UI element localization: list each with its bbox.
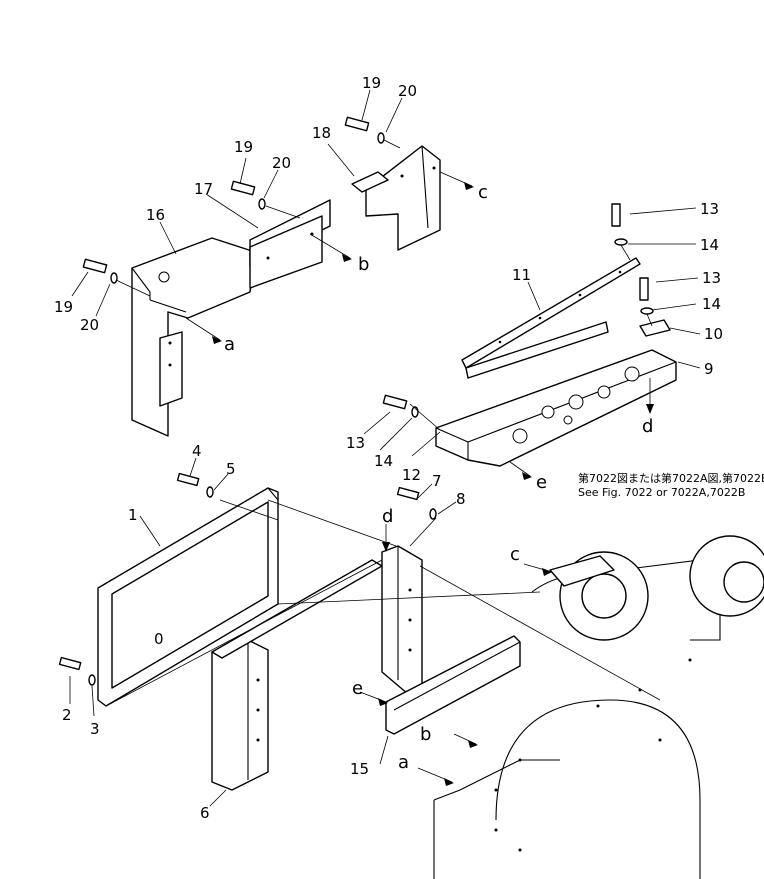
callout-8: 8 — [456, 490, 466, 508]
bracket-part-d — [381, 545, 423, 695]
plate-part-17 — [249, 215, 323, 289]
callout-3: 3 — [90, 720, 100, 738]
callout-16: 16 — [146, 206, 165, 224]
callout-14-a: 14 — [700, 236, 719, 254]
callout-5: 5 — [226, 460, 236, 478]
callout-15: 15 — [350, 760, 369, 778]
callout-14-c: 14 — [374, 452, 393, 470]
callout-12: 12 — [402, 466, 421, 484]
callout-numbers: 1 2 3 4 5 6 7 8 9 10 11 12 13 13 13 14 1… — [54, 74, 723, 822]
callout-13-c: 13 — [346, 434, 365, 452]
ref-d-bottom: d — [382, 506, 393, 527]
ref-e-top: e — [536, 472, 547, 493]
callout-1: 1 — [128, 506, 138, 524]
callout-19-c: 19 — [54, 298, 73, 316]
callout-18: 18 — [312, 124, 331, 142]
machine-body — [433, 535, 764, 879]
figure-reference-note: 第7022図または第7022A図,第7022B図参照 See Fig. 7022… — [578, 471, 764, 499]
callout-10: 10 — [704, 325, 723, 343]
callout-20-a: 20 — [398, 82, 417, 100]
rail-part-9 — [435, 349, 677, 467]
ref-b-bottom: b — [420, 724, 431, 745]
ref-d-top: d — [642, 416, 653, 437]
callout-20-b: 20 — [272, 154, 291, 172]
bar-part-15 — [385, 635, 521, 735]
callout-6: 6 — [200, 804, 210, 822]
reference-letters: a b c d e d e c b a — [224, 182, 653, 773]
callout-4: 4 — [192, 442, 202, 460]
callout-17: 17 — [194, 180, 213, 198]
ref-c-top: c — [478, 182, 488, 203]
plate-part-10 — [639, 319, 671, 337]
callout-2: 2 — [62, 706, 72, 724]
callout-9: 9 — [704, 360, 714, 378]
callout-20-c: 20 — [80, 316, 99, 334]
bar-part-11 — [461, 257, 641, 379]
note-english: See Fig. 7022 or 7022A,7022B — [578, 486, 745, 499]
frame-part-1: 0 — [97, 487, 279, 707]
ref-a-bottom: a — [398, 752, 409, 773]
callout-11: 11 — [512, 266, 531, 284]
callout-19-a: 19 — [362, 74, 381, 92]
note-japanese: 第7022図または第7022A図,第7022B図参照 — [578, 471, 764, 485]
bolts-washers — [58, 116, 654, 686]
ref-e-bottom: e — [352, 678, 363, 699]
callout-7: 7 — [432, 472, 442, 490]
cover-part-18 — [351, 145, 441, 251]
leader-lines — [105, 139, 661, 786]
callout-13-b: 13 — [702, 269, 721, 287]
callout-14-b: 14 — [702, 295, 721, 313]
ref-a-top: a — [224, 334, 235, 355]
callout-19-b: 19 — [234, 138, 253, 156]
ref-c-bottom: c — [510, 544, 520, 565]
svg-text:0: 0 — [154, 630, 164, 648]
callout-leaders — [69, 89, 701, 807]
callout-13-a: 13 — [700, 200, 719, 218]
ref-b-top: b — [358, 254, 369, 275]
